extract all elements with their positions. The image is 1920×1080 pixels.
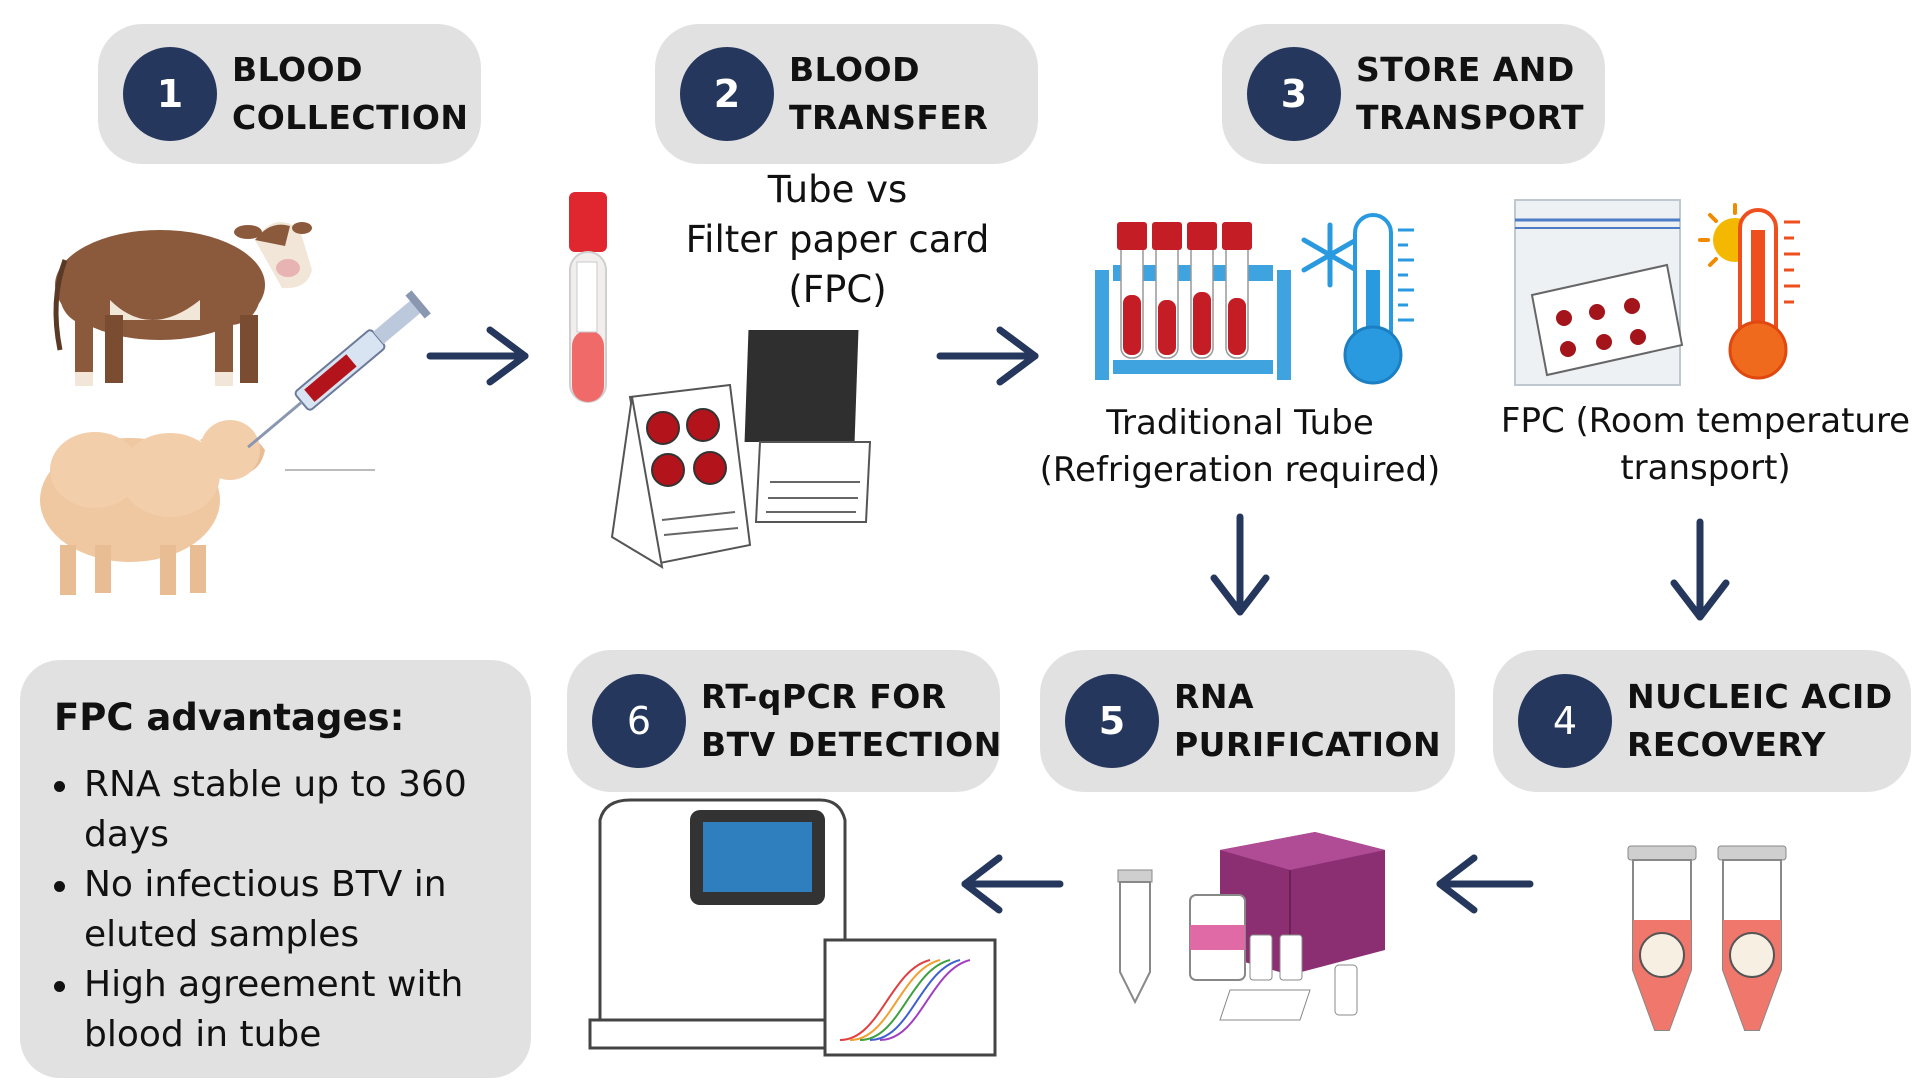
advantages-title: FPC advantages: bbox=[54, 696, 405, 739]
caption-fpc-room-temperature: FPC (Room temperature transport) bbox=[1500, 401, 1911, 488]
cow-icon bbox=[53, 222, 312, 386]
list-item: High agreement with blood in tube bbox=[42, 960, 512, 1060]
list-item: No infectious BTV in eluted samples bbox=[42, 860, 512, 960]
eppendorf-tubes-icon bbox=[1627, 845, 1787, 1031]
arrow-icon bbox=[426, 326, 529, 386]
syringe-icon bbox=[247, 290, 431, 449]
arrow-icon bbox=[1670, 518, 1730, 621]
arrow-icon bbox=[961, 854, 1064, 914]
bag-card-icon bbox=[1514, 199, 1684, 386]
step-label: BLOOD TRANSFER bbox=[789, 50, 989, 137]
tube-rack-icon bbox=[1095, 222, 1291, 380]
fpc-advantages-box: FPC advantages: RNA stable up to 360 day… bbox=[20, 660, 531, 1078]
step-number: 6 bbox=[592, 674, 686, 768]
blood-tube-icon bbox=[569, 192, 607, 403]
step-number: 4 bbox=[1518, 674, 1612, 768]
step-number: 5 bbox=[1065, 674, 1159, 768]
snowflake-icon bbox=[1301, 222, 1359, 288]
pcr-machine-icon bbox=[588, 798, 997, 1057]
arrow-icon bbox=[1436, 854, 1534, 914]
purification-kit-icon bbox=[1117, 832, 1385, 1021]
step-number: 3 bbox=[1247, 47, 1341, 141]
bullet-icon bbox=[54, 881, 65, 892]
step-number: 2 bbox=[680, 47, 774, 141]
step-label: RT-qPCR FOR BTV DETECTION bbox=[701, 677, 1002, 764]
step-label: RNA PURIFICATION bbox=[1174, 677, 1442, 764]
step-number: 1 bbox=[123, 47, 217, 141]
step-blood-collection: 1 BLOOD COLLECTION bbox=[98, 24, 481, 164]
step-store-transport: 3 STORE AND TRANSPORT bbox=[1222, 24, 1605, 164]
list-item: RNA stable up to 360 days bbox=[42, 760, 512, 860]
step-label: STORE AND TRANSPORT bbox=[1356, 50, 1585, 137]
sheep-icon bbox=[40, 420, 265, 595]
step-rna-purification: 5 RNA PURIFICATION bbox=[1040, 650, 1455, 792]
step-blood-transfer: 2 BLOOD TRANSFER bbox=[655, 24, 1038, 164]
bullet-icon bbox=[54, 981, 65, 992]
step-label: BLOOD COLLECTION bbox=[232, 50, 469, 137]
step-rt-qpcr: 6 RT-qPCR FOR BTV DETECTION bbox=[567, 650, 1002, 792]
caption-traditional-tube: Traditional Tube (Refrigeration required… bbox=[1039, 403, 1441, 490]
filter-card-icon bbox=[610, 330, 872, 569]
step-nucleic-acid-recovery: 4 NUCLEIC ACID RECOVERY bbox=[1493, 650, 1911, 792]
arrow-icon bbox=[1210, 513, 1270, 616]
step-label: NUCLEIC ACID RECOVERY bbox=[1627, 677, 1893, 764]
advantages-list: RNA stable up to 360 days No infectious … bbox=[42, 760, 512, 1060]
caption-tube-vs-fpc: Tube vs Filter paper card (FPC) bbox=[685, 168, 990, 311]
bullet-icon bbox=[54, 781, 65, 792]
hot-thermometer-icon bbox=[1728, 208, 1800, 380]
cold-thermometer-icon bbox=[1343, 213, 1414, 385]
arrow-icon bbox=[936, 326, 1039, 386]
